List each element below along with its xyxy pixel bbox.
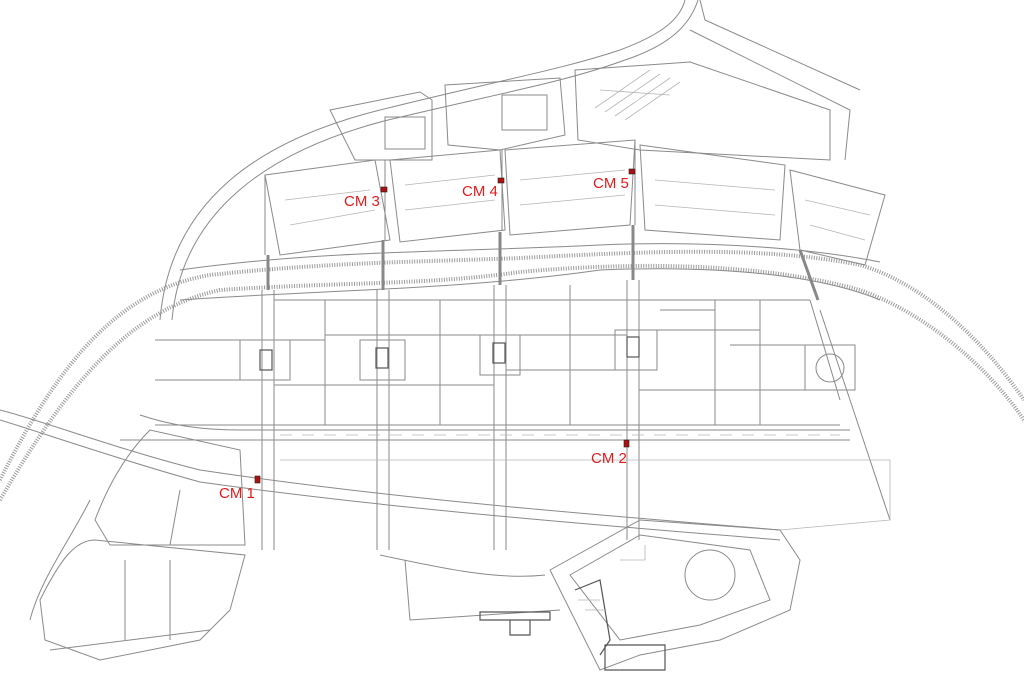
camera-icon	[497, 177, 505, 184]
cm-2-label: CM 2	[591, 450, 627, 467]
cm-4-marker[interactable]: CM 4	[462, 177, 505, 200]
cm-4-label: CM 4	[462, 183, 498, 200]
north-parcels	[264, 61, 886, 266]
outer-road	[159, 0, 861, 321]
main-road	[0, 409, 891, 541]
cm-3-marker[interactable]: CM 3	[344, 186, 388, 210]
cm-2-marker[interactable]: CM 2	[591, 439, 630, 467]
camera-icon	[628, 168, 636, 175]
cm-5-label: CM 5	[593, 175, 629, 192]
camera-icon	[254, 475, 261, 484]
central-blocks	[155, 285, 891, 521]
camera-icon	[623, 439, 630, 448]
cm-5-marker[interactable]: CM 5	[593, 168, 636, 192]
corridors	[261, 140, 820, 550]
cm-1-label: CM 1	[219, 485, 255, 502]
south-west-parcels	[29, 429, 246, 661]
camera-icon	[380, 186, 388, 193]
cm-1-marker[interactable]: CM 1	[219, 475, 261, 502]
cm-3-label: CM 3	[344, 193, 380, 210]
south-complex	[379, 519, 801, 671]
